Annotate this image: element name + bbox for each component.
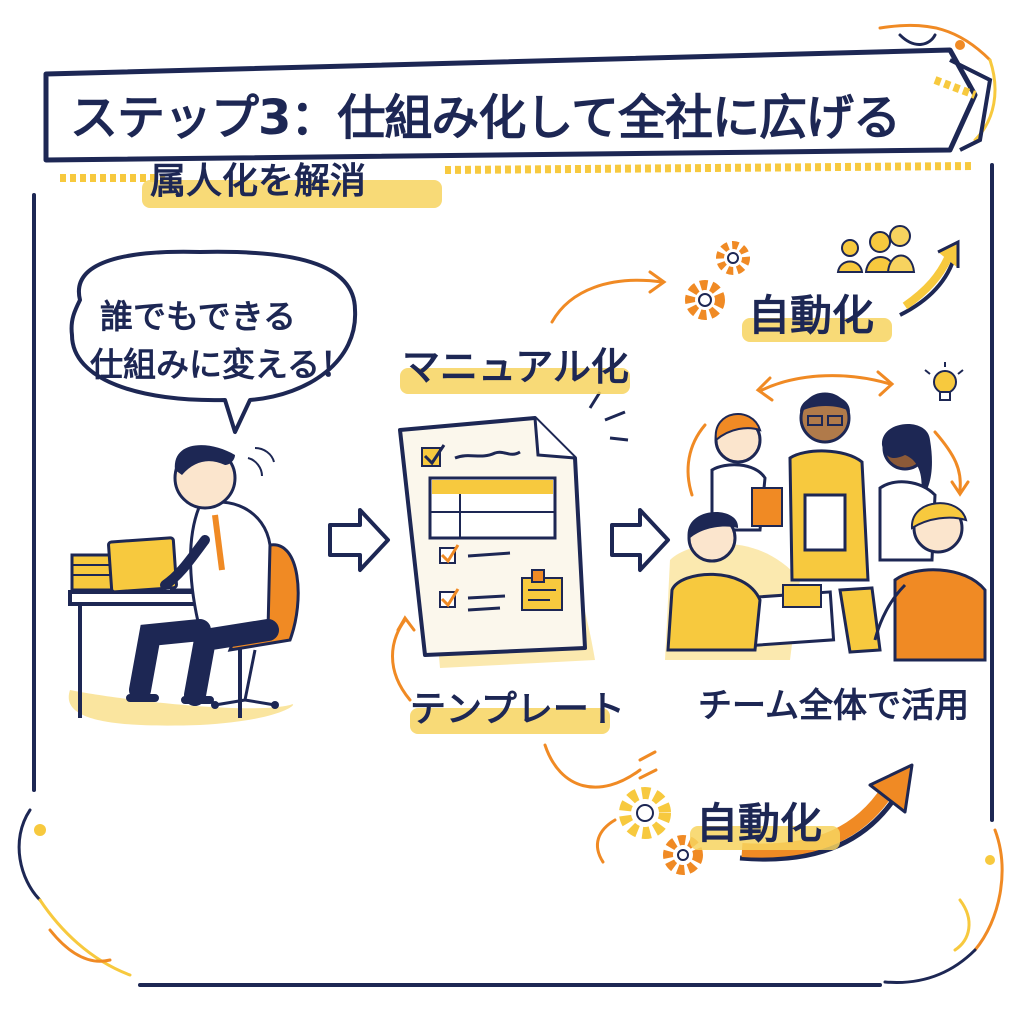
gear-icon-bottom (619, 787, 703, 875)
subtitle-highlight (142, 180, 442, 208)
growth-arrow-icon (899, 239, 960, 317)
people-icon (836, 225, 916, 273)
speech-bubble-line-2: 仕組みに変える！ (90, 345, 354, 384)
flow-arrows (391, 270, 970, 864)
manual-document (398, 391, 629, 668)
frame-border (32, 163, 994, 987)
lightbulb-icon (924, 362, 964, 401)
team-label: チーム全体で活用 (698, 686, 969, 726)
manual-label: マニュアル化 (402, 345, 629, 389)
gear-icon (685, 241, 750, 320)
automation-top-highlight (742, 318, 892, 342)
speech-bubble (69, 249, 358, 434)
template-label: テンプレート (410, 689, 625, 730)
arrow-right-icon-2 (610, 508, 670, 572)
automation-bottom-highlight (690, 826, 840, 850)
corner-flourish-bottom-right (883, 828, 1004, 984)
arrow-right-icon (328, 508, 390, 572)
template-highlight (410, 708, 610, 734)
manual-highlight (400, 368, 630, 394)
desk-worker-illustration (68, 445, 300, 726)
automation-bottom-label: 自動化 (696, 799, 823, 848)
corner-flourish-bottom-left (17, 808, 132, 977)
checkbox-icon (421, 444, 446, 467)
page-title: ステップ3：仕組み化して全社に広げる (70, 90, 901, 146)
automation-top-label: 自動化 (748, 291, 875, 340)
speech-bubble-line-1: 誰でもできる (100, 297, 297, 336)
title-banner (43, 47, 993, 182)
team-illustration (665, 392, 987, 662)
subtitle: 属人化を解消 (150, 161, 367, 202)
